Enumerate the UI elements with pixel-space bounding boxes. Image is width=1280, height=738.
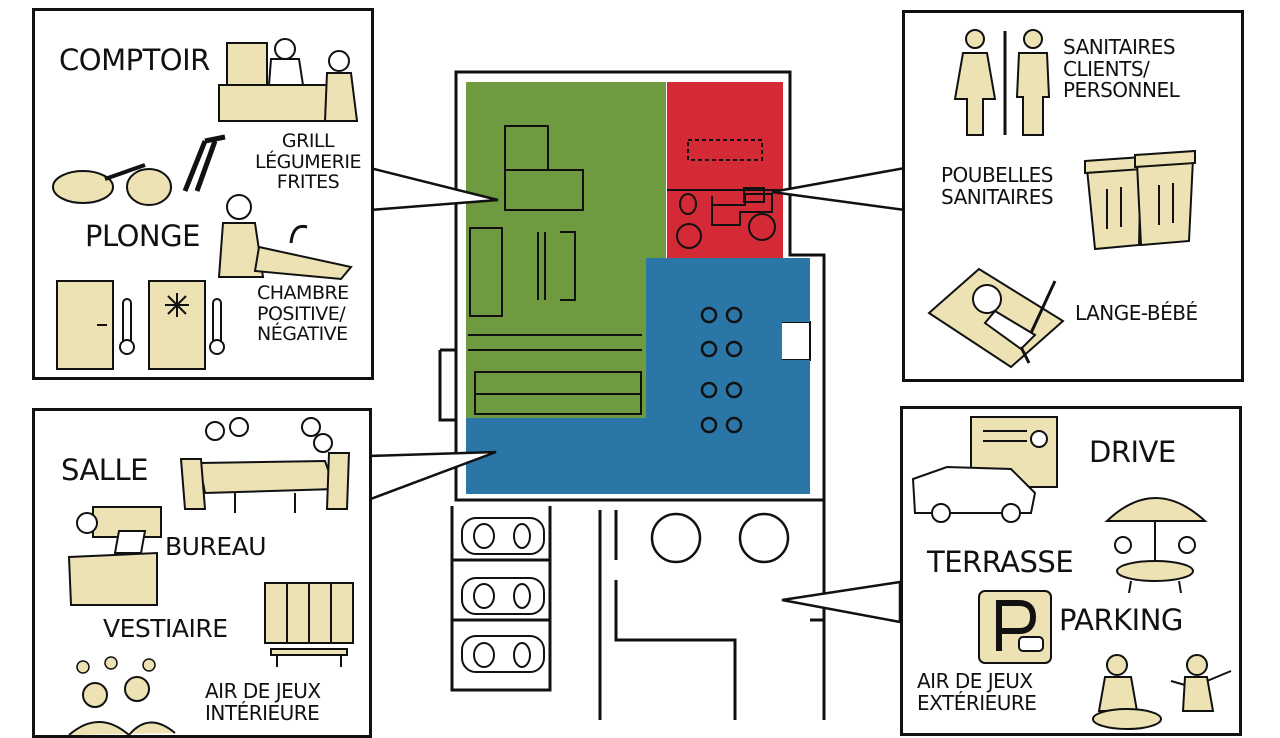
label-salle: SALLE bbox=[61, 453, 148, 487]
lockers-icon bbox=[264, 582, 354, 667]
kitchen-panel: COMPTOIR GRILL LÉGUMERIE FRITES PLONGE bbox=[32, 8, 374, 380]
office-desk-icon bbox=[67, 506, 162, 606]
sanitary-panel: SANITAIRES CLIENTS/ PERSONNEL POUBELLES … bbox=[902, 10, 1244, 382]
dining-table-icon bbox=[179, 417, 351, 513]
label-chambre: CHAMBRE POSITIVE/ NÉGATIVE bbox=[257, 282, 349, 346]
outdoor-play-icon bbox=[1092, 654, 1232, 730]
label-parking: PARKING bbox=[1059, 603, 1183, 637]
outdoor-panel: DRIVE TERRASSE PARKING AIR DE JEUX EXTÉR… bbox=[900, 406, 1242, 736]
dishwashing-icon bbox=[217, 194, 353, 281]
label-lange: LANGE-BÉBÉ bbox=[1075, 301, 1198, 325]
kitchen-zone bbox=[466, 82, 666, 418]
cold-room-doors-icon bbox=[56, 280, 225, 370]
counter-staff-icon bbox=[218, 38, 359, 122]
drive-through-icon bbox=[911, 416, 1058, 523]
label-grill: GRILL LÉGUMERIE FRITES bbox=[255, 130, 361, 194]
label-jeux-exterieure: AIR DE JEUX EXTÉRIEURE bbox=[917, 669, 1037, 715]
label-drive: DRIVE bbox=[1089, 435, 1176, 469]
label-sanitaires: SANITAIRES CLIENTS/ PERSONNEL bbox=[1063, 35, 1180, 103]
label-bureau: BUREAU bbox=[165, 532, 267, 561]
dining-panel: SALLE BUREAU VESTIAIRE AIR DE JEUX INTÉR… bbox=[32, 408, 372, 738]
label-poubelles: POUBELLES SANITAIRES bbox=[941, 163, 1054, 209]
toilet-people-icon bbox=[953, 29, 1051, 136]
label-vestiaire: VESTIAIRE bbox=[103, 614, 228, 643]
indoor-play-icon bbox=[68, 656, 176, 735]
sanitary-zone bbox=[667, 82, 783, 258]
trash-bins-icon bbox=[1084, 149, 1196, 251]
parking-sign-icon bbox=[978, 590, 1052, 664]
grill-tools-icon bbox=[52, 134, 226, 206]
label-plonge: PLONGE bbox=[85, 219, 200, 253]
dining-zone bbox=[466, 258, 810, 494]
label-terrasse: TERRASSE bbox=[927, 545, 1074, 579]
label-jeux-interieure: AIR DE JEUX INTÉRIEURE bbox=[205, 679, 321, 725]
terrace-umbrella-icon bbox=[1104, 497, 1208, 593]
baby-changing-icon bbox=[927, 267, 1065, 369]
outdoor-area bbox=[450, 500, 826, 720]
label-comptoir: COMPTOIR bbox=[59, 43, 210, 77]
